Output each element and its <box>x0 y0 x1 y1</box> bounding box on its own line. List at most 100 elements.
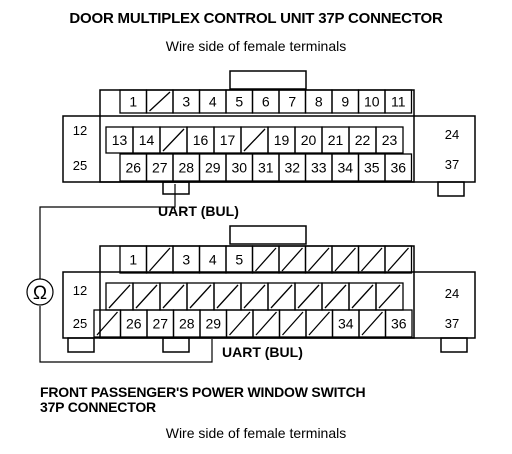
unused-terminal-slash <box>149 247 171 272</box>
terminal-number: 19 <box>274 132 290 148</box>
terminal-number: 35 <box>364 160 380 176</box>
terminal-number: 28 <box>179 316 195 332</box>
terminal-number: 29 <box>205 160 221 176</box>
terminal-number: 14 <box>139 132 155 148</box>
bottom-connector-foot-left <box>67 337 95 353</box>
terminal-cell <box>384 153 413 182</box>
terminal-number: 1 <box>129 252 137 268</box>
terminal-number: 5 <box>235 252 243 268</box>
unused-terminal-slash <box>282 311 304 336</box>
terminal-number: 8 <box>315 94 323 110</box>
unused-terminal-slash <box>189 284 212 309</box>
top-uart-label: UART (BUL) <box>158 203 239 219</box>
terminal-number: 17 <box>220 132 236 148</box>
side-terminal: 25 <box>73 158 87 173</box>
top-connector-title: DOOR MULTIPLEX CONTROL UNIT 37P CONNECTO… <box>69 10 443 27</box>
terminal-number: 30 <box>231 160 247 176</box>
terminal-number: 3 <box>182 252 190 268</box>
top-connector-foot <box>437 181 465 197</box>
terminal-number: 34 <box>338 316 354 332</box>
bottom-connector-lock-tab <box>229 225 307 245</box>
terminal-number: 6 <box>262 94 270 110</box>
terminal-number: 3 <box>182 94 190 110</box>
terminal-number: 34 <box>337 160 353 176</box>
bottom-connector-subtitle: Wire side of female terminals <box>165 425 347 441</box>
terminal-number: 1 <box>129 94 137 110</box>
test-lead-bottom <box>39 306 213 363</box>
terminal-number: 9 <box>341 94 349 110</box>
side-terminal: 24 <box>445 286 459 301</box>
unused-terminal-slash <box>281 247 303 272</box>
terminal-number: 4 <box>209 252 217 268</box>
terminal-number: 36 <box>391 316 407 332</box>
side-terminal: 25 <box>73 316 87 331</box>
terminal-number: 26 <box>126 316 142 332</box>
terminal-number: 32 <box>284 160 300 176</box>
bottom-connector <box>62 225 476 353</box>
terminal-number: 20 <box>301 132 317 148</box>
terminal-number: 28 <box>178 160 194 176</box>
unused-terminal-slash <box>387 247 409 272</box>
unused-terminal-slash <box>162 284 185 309</box>
unused-terminal-slash <box>255 247 277 272</box>
terminal-number: 27 <box>152 316 168 332</box>
ohm-symbol: Ω <box>33 283 47 304</box>
terminal-cell <box>384 89 413 114</box>
side-terminal: 12 <box>73 123 87 138</box>
terminal-number: 31 <box>258 160 274 176</box>
unused-terminal-slash <box>229 311 251 336</box>
unused-terminal-slash <box>351 284 374 309</box>
unused-terminal-slash <box>270 284 293 309</box>
ohmmeter-icon <box>26 278 54 306</box>
unused-terminal-slash <box>135 284 158 309</box>
terminal-number: 5 <box>235 94 243 110</box>
bottom-connector-foot-right <box>440 337 468 353</box>
unused-terminal-slash <box>96 311 118 336</box>
unused-terminal-slash <box>308 247 330 272</box>
unused-terminal-slash <box>216 284 239 309</box>
bottom-connector-title-line1: FRONT PASSENGER'S POWER WINDOW SWITCH <box>40 384 366 400</box>
terminal-number: 29 <box>205 316 221 332</box>
terminal-number: 10 <box>364 94 380 110</box>
terminal-number: 27 <box>152 160 168 176</box>
unused-terminal-slash <box>361 311 383 336</box>
side-terminal: 37 <box>445 157 459 172</box>
terminal-number: 21 <box>328 132 344 148</box>
unused-terminal-slash <box>108 284 131 309</box>
bottom-connector-title-line2: 37P CONNECTOR <box>40 399 156 415</box>
unused-terminal-slash <box>361 247 383 272</box>
unused-terminal-slash <box>308 311 330 336</box>
terminal-number: 11 <box>391 94 406 110</box>
unused-terminal-slash <box>149 91 171 112</box>
ohmmeter-wiring <box>26 184 213 363</box>
unused-terminal-slash <box>243 284 266 309</box>
bottom-pin-27-tab <box>162 337 190 353</box>
terminal-cell <box>384 309 413 338</box>
side-terminal: 24 <box>445 127 459 142</box>
terminal-cell <box>384 245 413 274</box>
top-side-terminals: 12 25 24 37 <box>73 123 459 173</box>
top-pin-27-tab <box>162 181 190 195</box>
top-connector-lock-tab <box>229 70 307 90</box>
unused-terminal-slash <box>378 284 401 309</box>
test-lead-top <box>39 184 176 279</box>
terminal-number: 4 <box>209 94 217 110</box>
unused-terminal-slash <box>162 128 185 152</box>
top-connector-subtitle: Wire side of female terminals <box>165 38 347 54</box>
side-terminal: 12 <box>73 283 87 298</box>
unused-terminal-slash <box>297 284 320 309</box>
bottom-side-terminals: 12 25 24 37 <box>73 283 459 331</box>
side-terminal: 37 <box>445 316 459 331</box>
terminal-number: 16 <box>193 132 209 148</box>
unused-terminal-slash <box>243 128 266 152</box>
bottom-connector-body <box>62 271 476 339</box>
terminal-number: 36 <box>390 160 406 176</box>
unused-terminal-slash <box>324 284 347 309</box>
terminal-cell <box>375 126 404 154</box>
unused-terminal-slash <box>334 247 356 272</box>
terminal-number: 26 <box>125 160 141 176</box>
terminal-number: 22 <box>355 132 371 148</box>
